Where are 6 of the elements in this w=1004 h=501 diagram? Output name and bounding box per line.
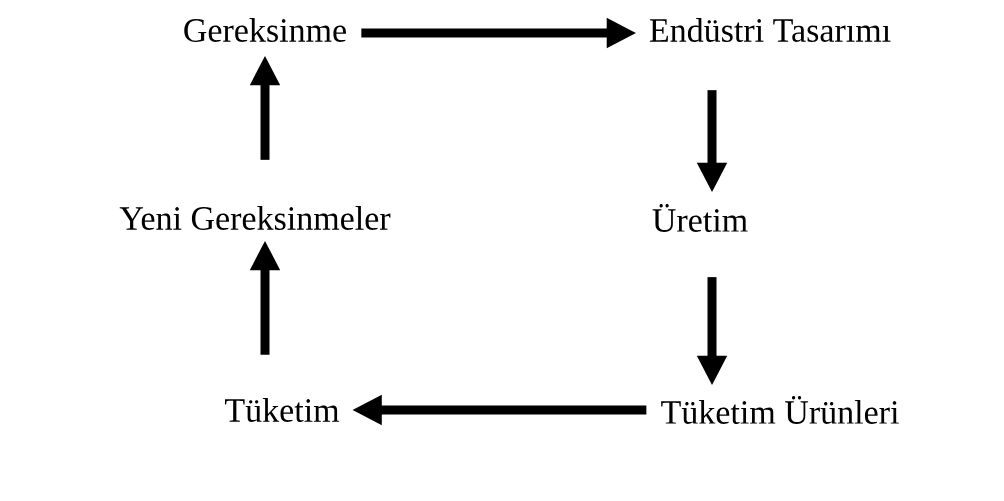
node-label: Yeni Gereksinmeler xyxy=(119,206,391,230)
node-label: Tüketim Ürünleri xyxy=(661,396,899,424)
node-label: Endüstri Tasarımı xyxy=(649,18,891,42)
node-label: Gereksinme xyxy=(184,18,346,42)
node-label: Tüketim xyxy=(225,398,340,422)
node-label: Üretim xyxy=(652,204,748,232)
